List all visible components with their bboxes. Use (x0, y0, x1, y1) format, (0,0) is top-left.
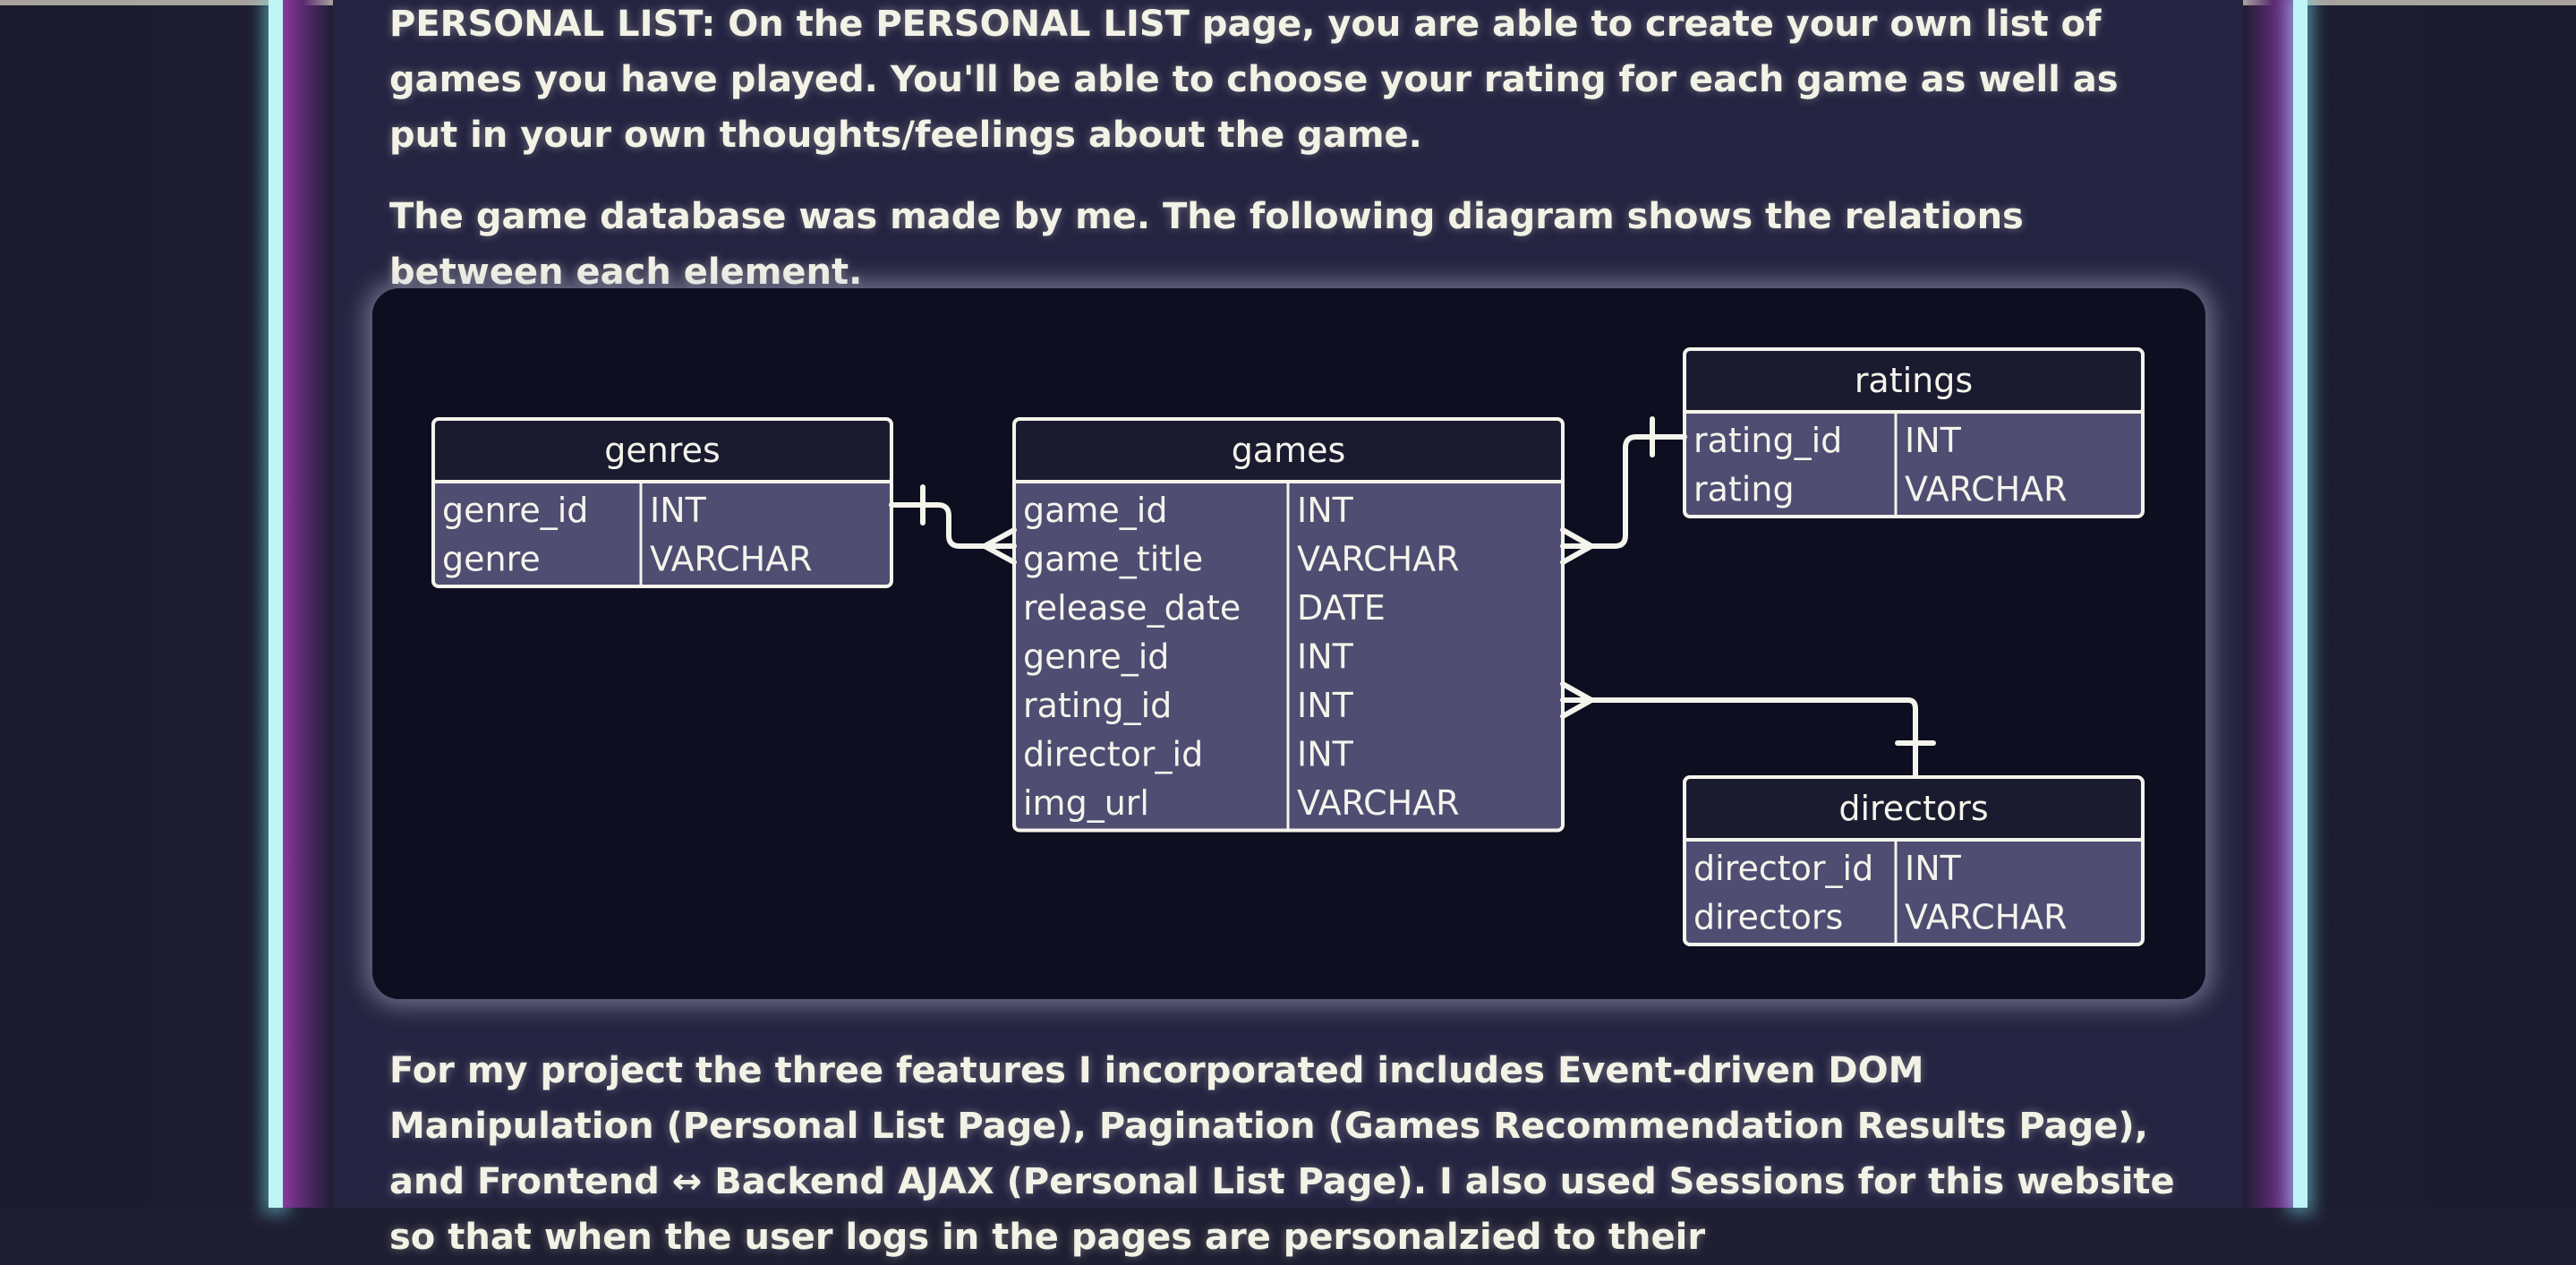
table-games-field-type: INT (1297, 491, 1354, 530)
table-games-field-type: DATE (1297, 588, 1386, 628)
table-games-header (1016, 421, 1561, 482)
personal-list-description: PERSONAL LIST: On the PERSONAL LIST page… (389, 4, 2119, 156)
table-ratings-title: ratings (1855, 361, 1973, 400)
relationship-connectors (889, 416, 1936, 778)
table-games-field-type: INT (1297, 637, 1354, 677)
table-games-title: games (1232, 431, 1346, 470)
connector-genres-games (889, 502, 1017, 549)
table-games-field-type: VARCHAR (1297, 540, 1460, 579)
table-genres-header (435, 421, 890, 482)
features-description: For my project the three features I inco… (389, 1050, 2175, 1258)
connector-directors-crowsfoot (1560, 681, 1594, 719)
connector-ratings-crowsfoot (1560, 527, 1594, 565)
connector-games-directors (1560, 697, 1918, 778)
right-neon-border (2293, 0, 2307, 1208)
table-games-field-type: INT (1297, 686, 1354, 725)
connector-games-ratings (1560, 434, 1687, 549)
left-neon-border (269, 0, 283, 1208)
table-genres-field-name: genre (442, 540, 541, 579)
table-genres-field-type: VARCHAR (650, 540, 813, 579)
table-games-field-name: genre_id (1023, 637, 1169, 677)
table-directors-field-name: director_id (1693, 849, 1873, 888)
table-ratings: ratings rating_id INT rating VARCHAR (1683, 347, 2145, 518)
table-directors-title: directors (1838, 789, 1988, 828)
table-ratings-field-name: rating (1693, 470, 1795, 509)
table-games-field-name: rating_id (1023, 686, 1172, 725)
table-games-field-name: img_url (1023, 783, 1149, 823)
table-games-field-name: director_id (1023, 735, 1203, 774)
connector-genres-crowsfoot (982, 527, 1017, 565)
table-games-field-name: game_id (1023, 491, 1167, 530)
table-genres-field-name: genre_id (442, 491, 588, 530)
right-glow-border (2243, 0, 2293, 1208)
database-description: The game database was made by me. The fo… (389, 196, 2024, 293)
table-directors-field-type: VARCHAR (1905, 898, 2068, 937)
table-games-field-name: release_date (1023, 588, 1241, 628)
table-genres: genres genre_id INT genre VARCHAR (431, 417, 893, 588)
table-ratings-field-type: INT (1905, 421, 1962, 460)
table-directors-header (1686, 779, 2141, 840)
left-glow-border (283, 0, 333, 1208)
table-ratings-field-name: rating_id (1693, 421, 1842, 460)
table-games-field-name: game_title (1023, 540, 1203, 579)
table-genres-title: genres (604, 431, 721, 470)
table-ratings-header (1686, 351, 2141, 412)
table-directors-field-type: INT (1905, 849, 1962, 888)
table-directors-field-name: directors (1693, 898, 1843, 937)
table-games-field-type: INT (1297, 735, 1354, 774)
table-genres-field-type: INT (650, 491, 707, 530)
table-games-field-type: VARCHAR (1297, 783, 1460, 823)
table-ratings-field-type: VARCHAR (1905, 470, 2068, 509)
